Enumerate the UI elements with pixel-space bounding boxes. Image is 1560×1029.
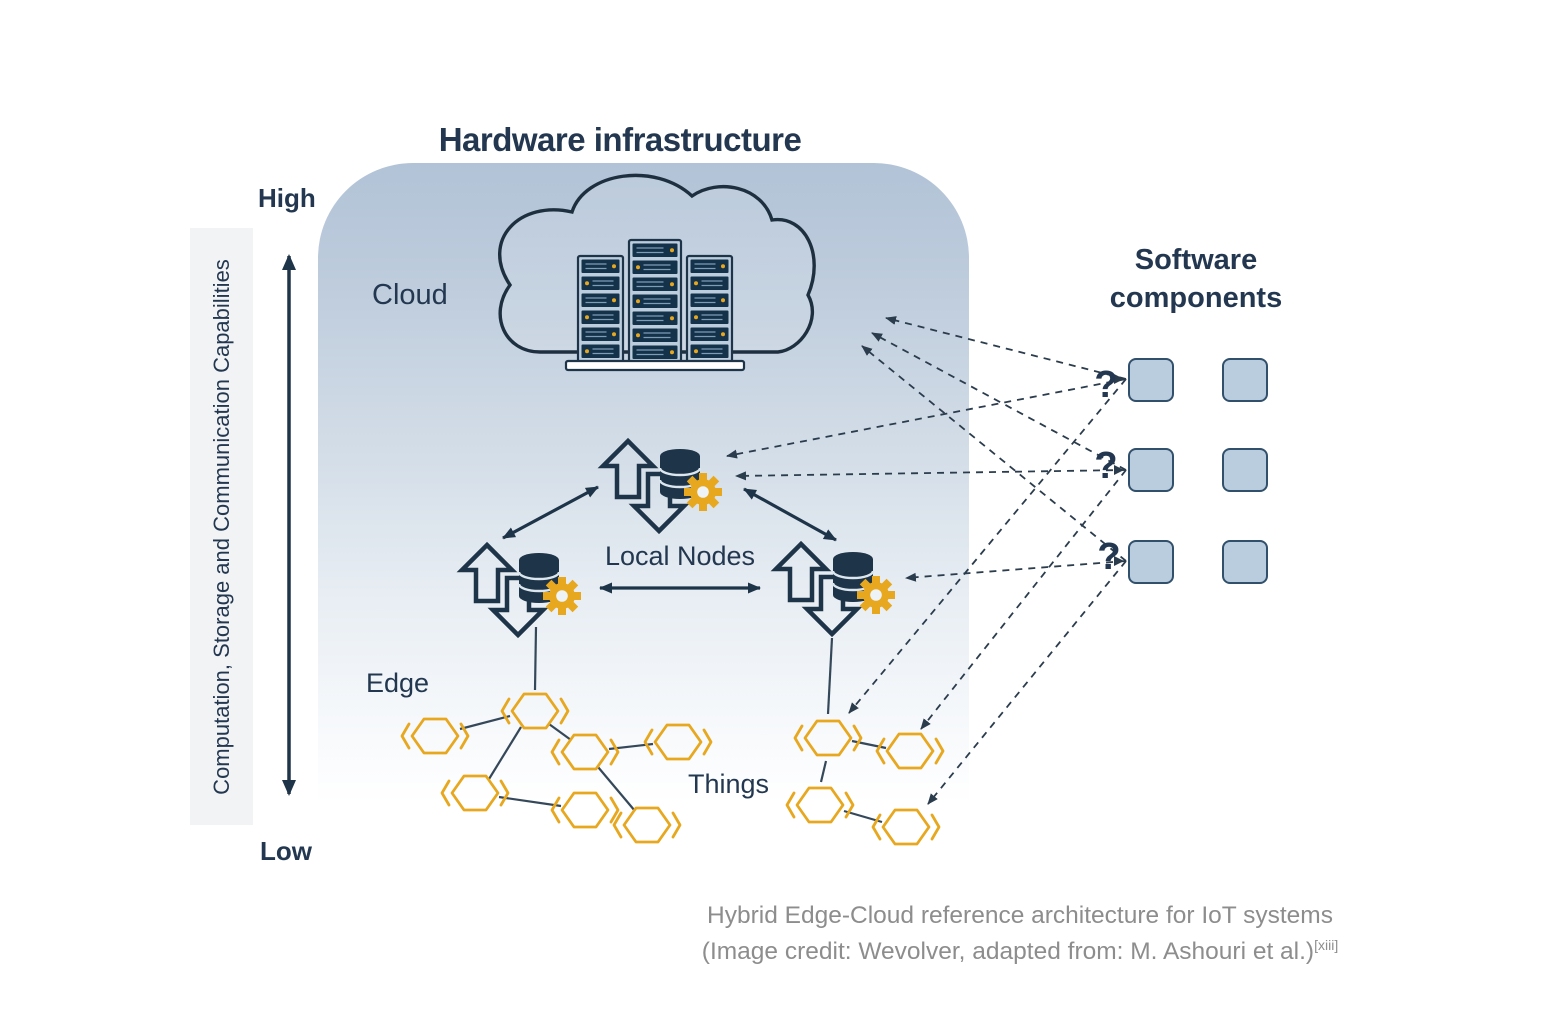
software-component-box (1222, 448, 1268, 492)
node-link-arrow (502, 485, 599, 540)
arrowhead-into-component (1114, 556, 1124, 566)
software-component-box (1128, 540, 1174, 584)
axis-low-label: Low (260, 836, 312, 866)
local-node-icon (462, 545, 581, 635)
question-mark: ? (1094, 445, 1118, 487)
cloud-icon (498, 173, 816, 372)
software-components-title: Software components (1109, 244, 1283, 314)
dashed-mapping-arrow (726, 378, 1127, 459)
things-network-left (400, 692, 713, 844)
local-nodes-label: Local Nodes (604, 541, 756, 571)
iot-device-icon (875, 732, 945, 770)
arrowhead-into-component (1114, 465, 1124, 475)
iot-device-icon (500, 692, 570, 730)
iot-device-icon (550, 733, 620, 771)
question-mark: ? (1094, 364, 1118, 406)
axis-high-label: High (258, 183, 316, 213)
caption-line1: Hybrid Edge-Cloud reference architecture… (707, 902, 1333, 929)
cloud-label: Cloud (372, 279, 448, 311)
things-network-right (785, 719, 945, 846)
dashed-mapping-arrow (871, 332, 1127, 471)
image-caption: Hybrid Edge-Cloud reference architecture… (600, 898, 1440, 969)
server-rack-icon (576, 254, 625, 364)
iot-device-icon (440, 774, 510, 812)
things-label: Things (688, 769, 770, 799)
dashed-mapping-arrow (920, 469, 1127, 730)
hardware-infrastructure-title: Hardware infrastructure (438, 121, 802, 158)
caption-reference: [xiii] (1314, 936, 1339, 953)
edge-label: Edge (366, 668, 430, 698)
dashed-mapping-arrow (848, 378, 1127, 714)
iot-device-icon (643, 723, 713, 761)
dashed-mapping-arrow (885, 316, 1127, 380)
software-component-box (1222, 540, 1268, 584)
dashed-mapping-arrow (927, 560, 1127, 805)
iot-device-icon (550, 791, 620, 829)
node-link-arrow (743, 487, 837, 542)
dashed-mapping-arrow (735, 469, 1127, 481)
caption-line2: (Image credit: Wevolver, adapted from: M… (701, 936, 1339, 965)
capability-axis-band: Computation, Storage and Communication C… (190, 228, 253, 825)
server-platform (564, 359, 746, 372)
iot-device-icon (785, 786, 855, 824)
iot-device-icon (871, 808, 941, 846)
local-node-icon (776, 544, 895, 634)
question-mark: ? (1097, 536, 1121, 578)
dashed-mapping-arrow (905, 560, 1127, 582)
arrowhead-into-component (1114, 374, 1124, 384)
local-node-icon (603, 441, 722, 531)
software-component-box (1128, 358, 1174, 402)
edge-link (826, 637, 834, 715)
software-component-box (1222, 358, 1268, 402)
iot-device-icon (793, 719, 863, 757)
iot-device-icon (612, 806, 682, 844)
server-rack-icon (685, 254, 734, 364)
iot-device-icon (400, 717, 470, 755)
server-rack-icon (627, 238, 683, 364)
software-component-box (1128, 448, 1174, 492)
edge-link (533, 626, 538, 691)
software-mapping-arrows (726, 316, 1127, 805)
dashed-mapping-arrow (861, 345, 1127, 562)
